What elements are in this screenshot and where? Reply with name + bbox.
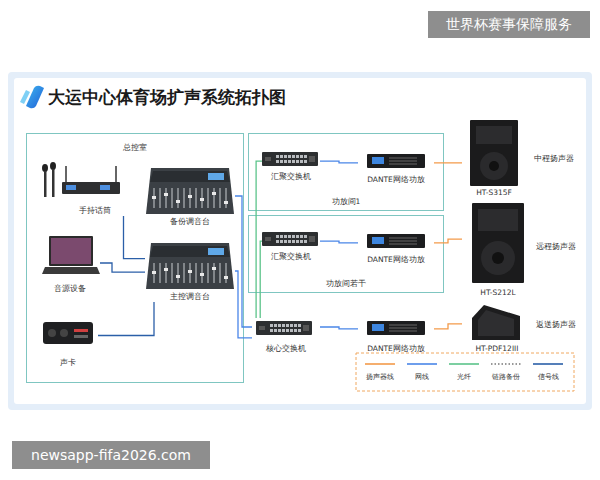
legend-text: 扬声器线 — [360, 372, 400, 382]
watermark: 世界杯赛事保障服务 — [428, 11, 590, 38]
speaker-device: HT-S212L 远程扬声器 — [462, 200, 584, 298]
device-label: 功放间若干 — [249, 279, 443, 289]
connector — [320, 161, 358, 163]
connector — [235, 271, 252, 338]
device-label: 总控室 — [27, 143, 243, 153]
amplifier-device: DANTE网络功放 — [358, 151, 434, 185]
legend-line — [491, 363, 521, 365]
legend-line — [407, 363, 437, 365]
legend-entry: 网线 — [402, 359, 442, 387]
switch-device: 汇聚交换机 — [262, 150, 320, 182]
room-box: 功放间1 汇聚交换机 DANTE网络功放 — [248, 133, 444, 211]
mixer-device: 备份调音台 — [145, 165, 235, 227]
device-label: DANTE网络功放 — [358, 175, 434, 185]
connector-line — [434, 239, 462, 243]
legend-entry: 光纤 — [444, 359, 484, 387]
device-label: 主控调音台 — [145, 292, 235, 302]
connector-line — [320, 327, 358, 329]
device-label: 核心交换机 — [252, 344, 320, 354]
legend-entry: 扬声器线 — [360, 359, 400, 387]
connector-line — [320, 161, 358, 163]
speaker-device: HT-S315F 中程扬声器 — [462, 118, 584, 198]
connector — [235, 196, 252, 327]
connector — [98, 302, 154, 336]
connector-line — [260, 241, 262, 318]
connector-line — [256, 161, 262, 318]
legend-text: 信号线 — [528, 372, 568, 382]
connector — [434, 324, 462, 329]
legend-sample — [365, 361, 395, 367]
legend-sample — [491, 361, 521, 367]
connector — [260, 241, 262, 318]
connector-line — [235, 196, 252, 327]
laptop-device: 音源设备 — [40, 232, 100, 294]
amplifier-device: DANTE网络功放 — [358, 231, 434, 265]
connector — [124, 216, 146, 259]
mixer-device: 主控调音台 — [145, 240, 235, 302]
device-label: HT-S212L — [462, 288, 534, 298]
device-label: 备份调音台 — [145, 217, 235, 227]
connector-line — [434, 324, 462, 329]
room-box: 功放间若干 汇聚交换机 DANTE网络功放 — [248, 215, 444, 293]
legend-entry: 链路备份 — [486, 359, 526, 387]
amplifier-device: DANTE网络功放 — [358, 318, 434, 354]
connector — [320, 241, 358, 243]
legend-line — [449, 363, 479, 365]
connector-line — [320, 241, 358, 243]
diagram-title: 大运中心体育场扩声系统拓扑图 — [48, 86, 286, 109]
connector-line — [124, 216, 146, 259]
device-role: 中程扬声器 — [524, 154, 584, 164]
connector — [434, 162, 462, 163]
device-label: DANTE网络功放 — [358, 255, 434, 265]
legend-text: 链路备份 — [486, 372, 526, 382]
connector-line — [100, 263, 145, 272]
device-label: 汇聚交换机 — [262, 252, 320, 262]
speaker-device: HT-PDF12III 返送扬声器 — [462, 302, 586, 354]
device-label: HT-PDF12III — [462, 344, 532, 354]
device-label: DANTE网络功放 — [358, 344, 434, 354]
device-label: 手持话筒 — [62, 206, 128, 216]
room-box: 总控室手持话筒备份调音台音源设备主控调音台声卡 — [26, 133, 244, 383]
legend-line — [533, 363, 563, 365]
connector-line — [434, 162, 462, 163]
connector-line — [98, 302, 154, 336]
connector — [320, 327, 358, 329]
connector — [100, 263, 145, 272]
device-label: 功放间1 — [249, 197, 443, 207]
device-label: HT-S315F — [462, 188, 526, 198]
mic-device: 手持话筒 — [38, 160, 128, 216]
legend-text: 光纤 — [444, 372, 484, 382]
device-label: 汇聚交换机 — [262, 172, 320, 182]
switch-device: 核心交换机 — [252, 318, 320, 354]
connector — [256, 161, 262, 318]
soundcard-device: 声卡 — [38, 318, 98, 368]
switch-device: 汇聚交换机 — [262, 230, 320, 262]
legend-sample — [407, 361, 437, 367]
legend-sample — [533, 361, 563, 367]
device-label: 声卡 — [38, 358, 98, 368]
connector — [434, 239, 462, 243]
watermark: newsapp-fifa2026.com — [12, 441, 210, 469]
legend-entry: 信号线 — [528, 359, 568, 387]
legend-sample — [449, 361, 479, 367]
legend-line — [365, 363, 395, 365]
device-label: 音源设备 — [40, 284, 100, 294]
device-role: 远程扬声器 — [528, 242, 584, 252]
legend-text: 网线 — [402, 372, 442, 382]
device-role: 返送扬声器 — [526, 320, 586, 330]
connector-line — [235, 271, 252, 338]
